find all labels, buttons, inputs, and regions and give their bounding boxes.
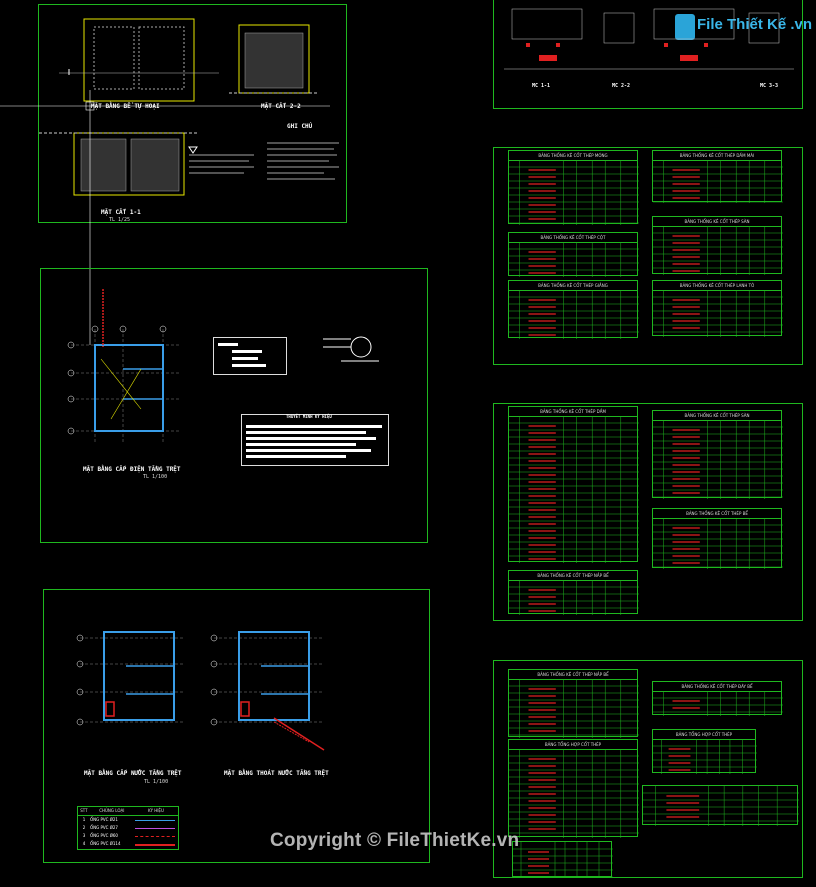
sheet-details-top[interactable]: MC 1-1 MC 2-2 MC 3-3 <box>493 0 803 109</box>
legend-header-symbol: KÝ HIỆU <box>148 808 164 813</box>
steel-table: BẢNG THỐNG KÊ CỐT THÉP DẦM <box>508 406 639 563</box>
scale-label: TL 1/25 <box>109 217 131 223</box>
notes-title: GHI CHÚ <box>287 123 313 130</box>
caption-water-drain: MẶT BẰNG THOÁT NƯỚC TẦNG TRỆT <box>224 770 329 777</box>
panel-symbol <box>323 336 379 362</box>
steel-table: BẢNG TỔNG HỢP CỐT THÉP <box>508 739 639 838</box>
caption-water-supply: MẶT BẰNG CẤP NƯỚC TẦNG TRỆT <box>84 770 182 777</box>
sheet-septic-sections[interactable]: MẶT BẰNG BỂ TỰ HOẠI MẶT CẮT 2-2 MẶT CẮT … <box>38 4 347 223</box>
legend-title: THUYẾT MINH KÝ HIỆU <box>286 414 332 419</box>
copyright-watermark: Copyright © FileThietKe.vn <box>270 830 520 851</box>
caption-section-2-2: MẶT CẮT 2-2 <box>261 103 301 110</box>
sheet-electrical-plan[interactable]: THUYẾT MINH KÝ HIỆU MẶT BẰNG CẤP ĐIỆN TẦ… <box>40 268 428 543</box>
water-scale: TL 1/100 <box>144 779 169 785</box>
caption-section-1-1: MẶT CẮT 1-1 <box>101 209 141 216</box>
caption-electrical-plan: MẶT BẰNG CẤP ĐIỆN TẦNG TRỆT <box>83 466 181 473</box>
logo-text: File Thiết Kế .vn <box>697 16 813 33</box>
electrical-scale: TL 1/100 <box>143 474 168 480</box>
steel-table: BẢNG THỐNG KÊ CỐT THÉP SÀN <box>652 410 783 499</box>
steel-table: BẢNG THỐNG KÊ CỐT THÉP MÓNG <box>508 150 639 225</box>
steel-table: BẢNG THỐNG KÊ CỐT THÉP NẮP BỂ <box>508 669 639 738</box>
sheet-steel-tables-3[interactable]: BẢNG THỐNG KÊ CỐT THÉP NẮP BỂ BẢNG THỐNG… <box>493 660 803 878</box>
design-notes-box: THUYẾT MINH KÝ HIỆU <box>241 414 389 466</box>
legend-header-type: CHỦNG LOẠI <box>99 808 125 813</box>
caption-mc-3-3: MC 3-3 <box>760 83 779 89</box>
symbol-legend-box <box>213 337 287 375</box>
logo-icon <box>675 14 695 40</box>
steel-table: BẢNG THỐNG KÊ CỐT THÉP GIẰNG <box>508 280 639 339</box>
summary-table <box>642 785 799 826</box>
filethietke-logo: File Thiết Kế .vn <box>675 12 812 42</box>
electrical-drawing <box>67 289 181 444</box>
steel-table: BẢNG THỐNG KÊ CỐT THÉP SÀN <box>652 216 783 275</box>
caption-mc-1-1: MC 1-1 <box>532 83 551 89</box>
caption-mc-2-2: MC 2-2 <box>612 83 631 89</box>
water-drawing <box>76 631 325 751</box>
steel-table: BẢNG THỐNG KÊ CỐT THÉP LANH TÔ <box>652 280 783 337</box>
steel-table: BẢNG THỐNG KÊ CỐT THÉP DẦM MÁI <box>652 150 783 203</box>
steel-table: BẢNG THỐNG KÊ CỐT THÉP ĐÁY BỂ <box>652 681 783 716</box>
caption-plan-septic: MẶT BẰNG BỂ TỰ HOẠI <box>91 103 160 110</box>
steel-table: BẢNG THỐNG KÊ CỐT THÉP BỂ <box>652 508 783 569</box>
sheet-steel-tables-2[interactable]: BẢNG THỐNG KÊ CỐT THÉP DẦM BẢNG THỐNG KÊ… <box>493 403 803 621</box>
steel-table: BẢNG THỐNG KÊ CỐT THÉP CỘT <box>508 232 639 277</box>
details-drawing <box>504 8 794 70</box>
steel-table: BẢNG TỔNG HỢP CỐT THÉP <box>652 729 757 774</box>
legend-header-stt: STT <box>80 808 88 813</box>
sheet-steel-tables-1[interactable]: BẢNG THỐNG KÊ CỐT THÉP MÓNG BẢNG THỐNG K… <box>493 147 803 365</box>
septic-drawing <box>39 18 339 196</box>
sheet-water-plans[interactable]: MẶT BẰNG CẤP NƯỚC TẦNG TRỆT MẶT BẰNG THO… <box>43 589 430 863</box>
steel-table: BẢNG THỐNG KÊ CỐT THÉP NẮP BỂ <box>508 570 639 615</box>
summary-table-small <box>512 841 613 878</box>
